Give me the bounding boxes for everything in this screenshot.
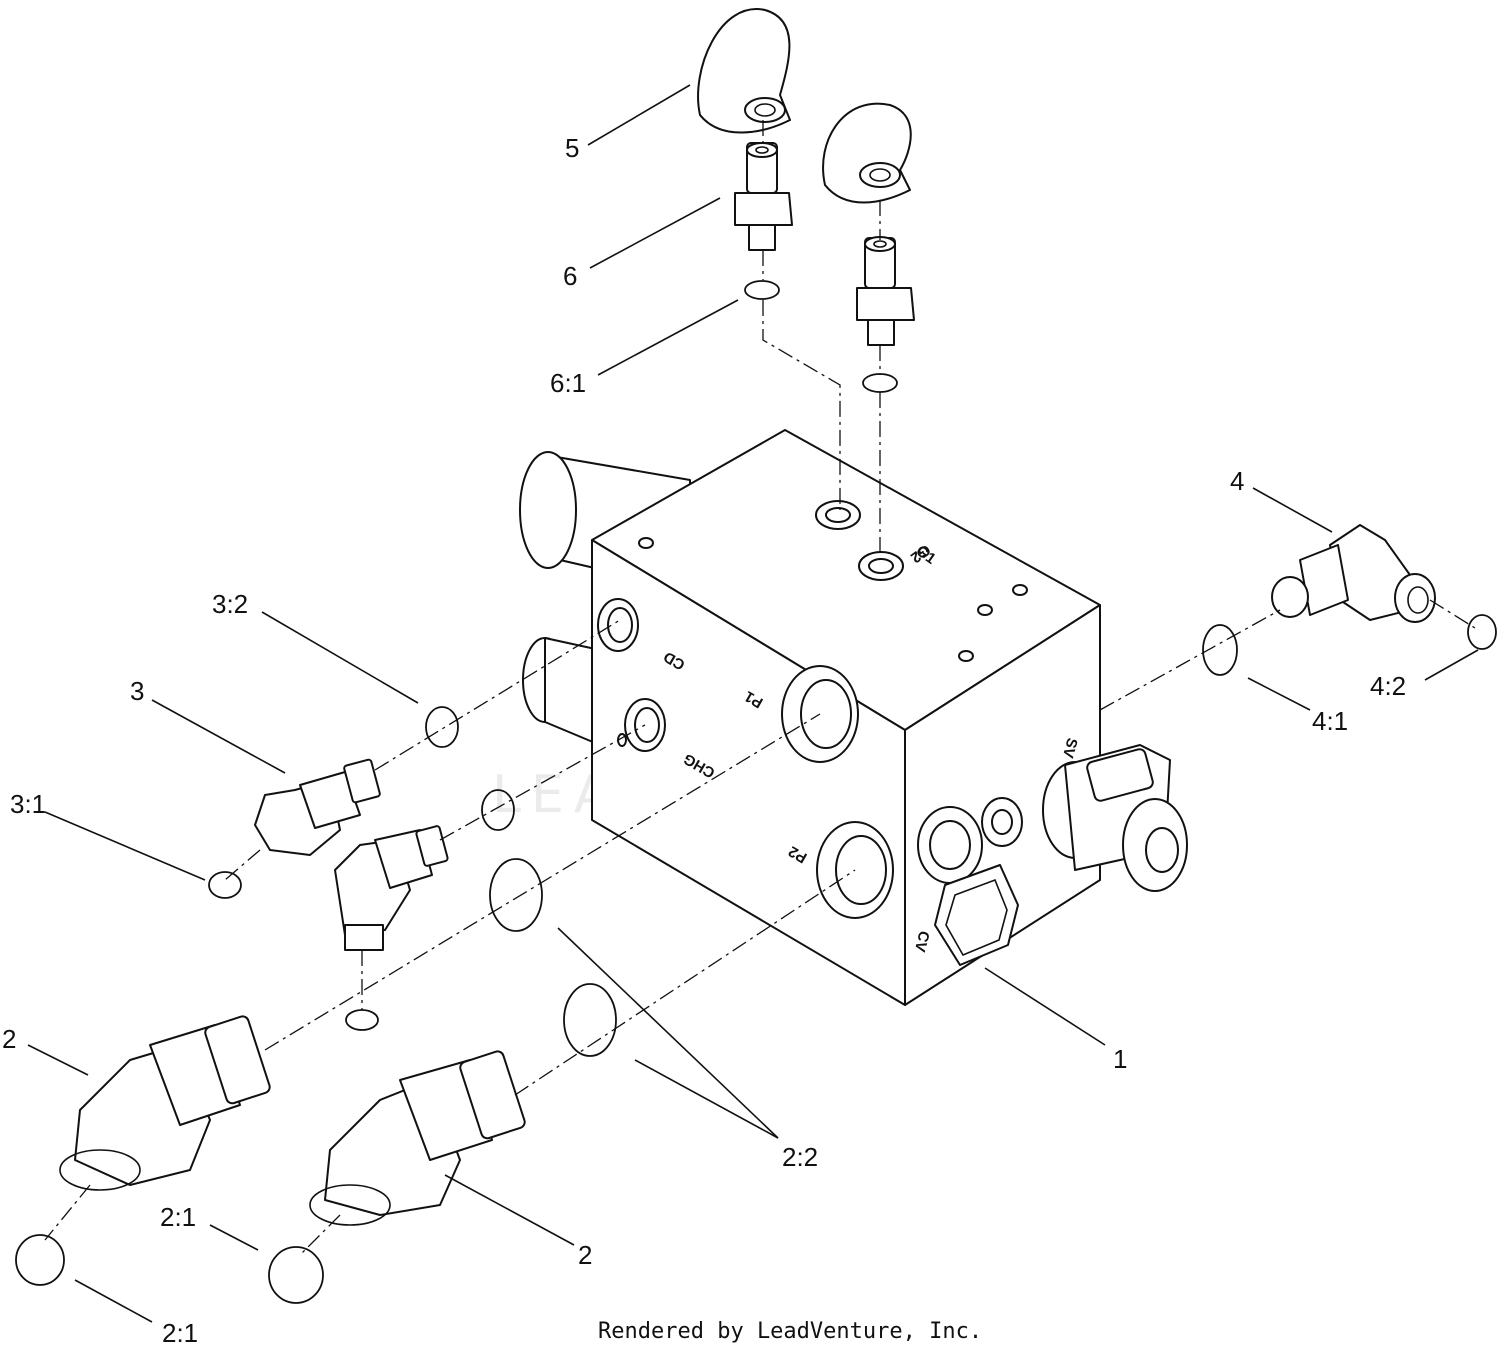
assembly-centerlines — [44, 120, 1476, 1256]
o-ring-small-elbow-lower[interactable] — [345, 1009, 379, 1031]
right-face-fittings — [917, 744, 1188, 966]
dust-cap-right[interactable] — [822, 102, 912, 204]
callout-4-1: 4:1 — [1312, 706, 1348, 736]
elbow-fitting-4[interactable] — [1271, 524, 1436, 623]
callout-2-right: 2 — [578, 1240, 592, 1270]
callout-6-1: 6:1 — [550, 368, 586, 398]
credit-text: Rendered by LeadVenture, Inc. — [598, 1319, 982, 1344]
test-port-fitting-right[interactable] — [856, 236, 915, 346]
o-ring-6-1-right[interactable] — [862, 373, 898, 393]
o-ring-small-elbow[interactable] — [481, 789, 515, 831]
o-ring-3-2[interactable] — [425, 706, 459, 748]
callout-2-1-lower: 2:1 — [162, 1318, 198, 1348]
o-ring-4-1[interactable] — [1202, 624, 1238, 676]
callout-6: 6 — [563, 261, 577, 291]
top-face-ports — [638, 500, 1028, 662]
elbow-fitting-3[interactable] — [254, 758, 381, 856]
test-port-fitting-left[interactable] — [734, 142, 793, 251]
o-ring-4-2[interactable] — [1467, 614, 1497, 650]
port-label-p1: P1 — [742, 687, 766, 711]
o-ring-2-2-lower[interactable] — [563, 983, 617, 1057]
elbow-fitting-2-left[interactable] — [59, 1015, 271, 1191]
dust-cap-left[interactable] — [697, 8, 791, 134]
o-ring-2-1-right[interactable] — [268, 1246, 324, 1304]
callout-4: 4 — [1230, 466, 1244, 496]
callout-2-2: 2:2 — [782, 1142, 818, 1172]
callout-2-left: 2 — [2, 1024, 16, 1054]
elbow-fitting-2-right[interactable] — [309, 1050, 526, 1226]
callout-4-2: 4:2 — [1370, 671, 1406, 701]
o-ring-2-1-left[interactable] — [15, 1234, 65, 1286]
o-ring-6-1-left[interactable] — [744, 280, 780, 300]
callout-1: 1 — [1113, 1044, 1127, 1074]
callout-3: 3 — [130, 676, 144, 706]
leader-lines — [27, 84, 1479, 1323]
o-ring-3-1[interactable] — [208, 871, 242, 899]
callout-3-1: 3:1 — [10, 789, 46, 819]
elbow-fitting-small[interactable] — [334, 825, 449, 951]
callout-3-2: 3:2 — [212, 589, 248, 619]
port-label-p2: P2 — [786, 842, 810, 866]
callout-5: 5 — [565, 133, 579, 163]
port-label-cv: CV — [911, 929, 933, 954]
o-ring-2-2-upper[interactable] — [489, 858, 543, 932]
port-label-sv: SV — [1059, 736, 1081, 760]
callout-2-1-upper: 2:1 — [160, 1202, 196, 1232]
